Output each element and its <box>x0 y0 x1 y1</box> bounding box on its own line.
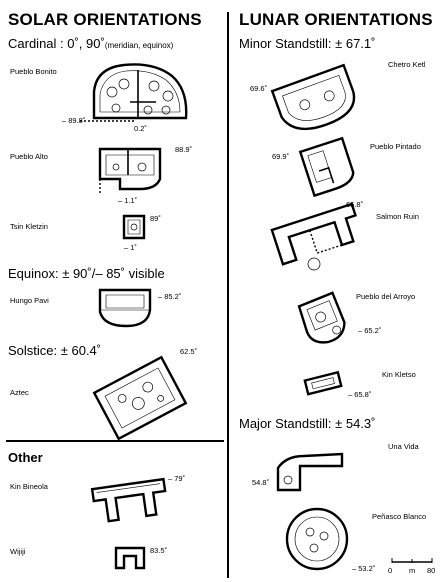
other-heading: Other <box>8 450 43 465</box>
pueblo-bonito-angle-north: 0.2˚ <box>134 124 147 133</box>
site-name-una-vida: Una Vida <box>388 442 419 451</box>
solar-title: SOLAR ORIENTATIONS <box>8 10 202 29</box>
una-vida-angle: 54.8˚ <box>252 478 270 487</box>
kin-bineola-angle: – 79˚ <box>168 474 186 483</box>
pueblo-del-arroyo-plan <box>297 291 346 344</box>
site-name-pueblo-del-arroyo: Pueblo del Arroyo <box>356 292 416 301</box>
scale-bar <box>391 558 433 563</box>
salmon-ruin-angle: 65.8˚ <box>346 200 364 209</box>
kin-kletso-angle: – 65.8˚ <box>348 390 372 399</box>
tsin-kletzin-plan <box>122 214 146 240</box>
major-standstill-heading: Major Standstill: ± 54.3˚ <box>239 416 376 431</box>
site-name-pueblo-bonito: Pueblo Bonito <box>10 67 57 76</box>
kin-bineola-plan <box>90 477 167 523</box>
aztec-plan <box>92 355 188 441</box>
site-name-pueblo-alto: Pueblo Alto <box>10 152 48 161</box>
site-name-chetro-ketl: Chetro Ketl <box>388 60 426 69</box>
tsin-kletzin-angle-east: 89˚ <box>150 214 161 223</box>
cardinal-heading: Cardinal : 0˚, 90˚(meridian, equinox) <box>8 36 173 51</box>
site-name-pueblo-pintado: Pueblo Pintado <box>370 142 421 151</box>
penasco-blanco-angle: – 53.2˚ <box>352 564 376 573</box>
pueblo-bonito-meridian-line <box>80 120 136 122</box>
scale-label-max: 80 <box>427 566 436 575</box>
pueblo-pintado-plan <box>298 136 355 198</box>
chetro-ketl-angle: 69.6˚ <box>250 84 268 93</box>
wijiji-angle: 83.5˚ <box>150 546 168 555</box>
pueblo-alto-angle-east: 88.9˚ <box>175 145 193 154</box>
pueblo-bonito-plan <box>92 63 188 120</box>
hungo-pavi-angle: – 85.2˚ <box>158 292 182 301</box>
pueblo-alto-angle-north: – 1.1˚ <box>118 196 138 205</box>
site-name-tsin-kletzin: Tsin Kletzin <box>10 222 48 231</box>
tsin-kletzin-angle-north: – 1˚ <box>124 243 137 252</box>
solstice-heading: Solstice: ± 60.4˚ <box>8 343 102 358</box>
aztec-angle: 62.5˚ <box>180 347 198 356</box>
column-divider <box>227 12 229 578</box>
equinox-heading: Equinox: ± 90˚/– 85˚ visible <box>8 266 165 281</box>
pueblo-alto-plan <box>98 147 162 193</box>
chetro-ketl-plan <box>270 63 356 131</box>
salmon-ruin-plan <box>270 202 357 271</box>
pueblo-bonito-angle-west: – 89.8˚ <box>62 116 86 125</box>
minor-standstill-heading: Minor Standstill: ± 67.1˚ <box>239 36 376 51</box>
kin-kletso-plan <box>303 370 343 396</box>
una-vida-plan <box>276 452 344 492</box>
cardinal-note: (meridian, equinox) <box>104 41 174 50</box>
pueblo-pintado-angle: 69.9˚ <box>272 152 290 161</box>
cardinal-label: Cardinal : 0˚, 90˚ <box>8 36 105 51</box>
penasco-blanco-plan <box>285 507 349 571</box>
scale-label-zero: 0 <box>388 566 393 575</box>
hungo-pavi-plan <box>98 288 152 328</box>
site-name-kin-bineola: Kin Bineola <box>10 482 48 491</box>
lunar-title: LUNAR ORIENTATIONS <box>239 10 433 29</box>
site-name-salmon-ruin: Salmon Ruin <box>376 212 419 221</box>
pueblo-del-arroyo-angle: – 65.2˚ <box>358 326 382 335</box>
scale-label-unit: m <box>409 566 416 575</box>
site-name-wijiji: Wijiji <box>10 547 26 556</box>
site-name-aztec: Aztec <box>10 388 29 397</box>
site-name-penasco-blanco: Peñasco Blanco <box>372 512 427 521</box>
site-name-kin-kletso: Kin Kletso <box>382 370 416 379</box>
wijiji-plan <box>114 546 146 570</box>
site-name-hungo-pavi: Hungo Pavi <box>10 296 49 305</box>
other-section-rule <box>6 440 224 442</box>
